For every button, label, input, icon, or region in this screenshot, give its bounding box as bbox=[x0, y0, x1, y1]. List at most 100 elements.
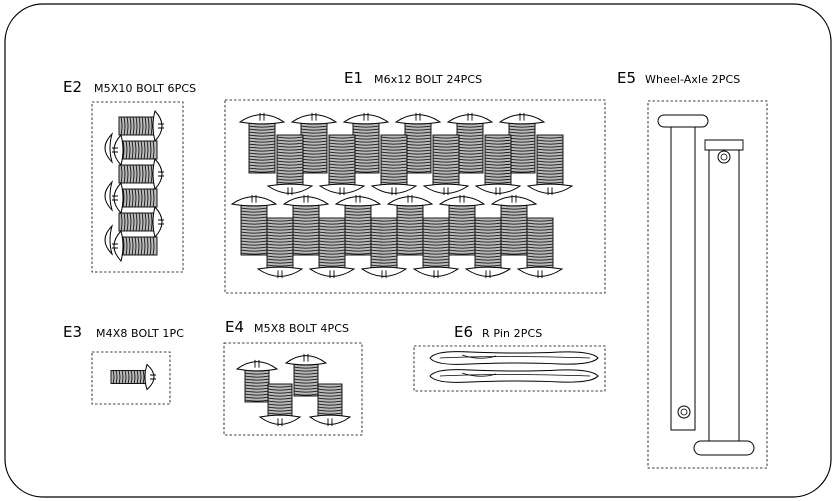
thread-line bbox=[432, 172, 460, 175]
thread-line bbox=[244, 381, 270, 384]
bolt-head bbox=[446, 114, 494, 125]
thread-line bbox=[129, 164, 132, 184]
part-label-e5: E5 Wheel-Axle 2PCS bbox=[617, 69, 740, 87]
thread-line bbox=[137, 188, 140, 208]
e4-bolt-group bbox=[235, 353, 352, 427]
thread-line bbox=[536, 178, 564, 181]
e2-bolt-stack bbox=[104, 109, 164, 263]
thread-line bbox=[432, 154, 460, 157]
thread-line bbox=[147, 212, 150, 232]
bolt-head bbox=[282, 196, 330, 207]
thread-line bbox=[317, 400, 343, 403]
thread-line bbox=[137, 236, 140, 256]
thread-line bbox=[149, 236, 152, 256]
thread-line bbox=[123, 164, 126, 184]
head-slot bbox=[433, 270, 439, 279]
thread-line bbox=[276, 166, 304, 169]
bolt-head bbox=[284, 355, 328, 366]
thread-line bbox=[112, 370, 115, 384]
thread-line bbox=[266, 237, 294, 240]
thread-line bbox=[318, 222, 346, 225]
thread-line bbox=[328, 160, 356, 163]
bolt-head bbox=[256, 266, 304, 277]
thread-line bbox=[125, 140, 128, 160]
thread-line bbox=[124, 370, 127, 384]
thread-line bbox=[500, 246, 528, 249]
bolt-shank bbox=[293, 361, 319, 397]
thread-line bbox=[266, 246, 294, 249]
part-desc-e6: R Pin 2PCS bbox=[482, 327, 543, 340]
thread-line bbox=[318, 228, 346, 231]
thread-line bbox=[370, 237, 398, 240]
thread-line bbox=[318, 258, 346, 261]
part-desc-e4: M5X8 BOLT 4PCS bbox=[254, 322, 350, 335]
thread-line bbox=[267, 394, 293, 397]
thread-line bbox=[139, 370, 142, 384]
thread-line bbox=[396, 219, 424, 222]
thread-line bbox=[318, 264, 346, 267]
thread-line bbox=[536, 151, 564, 154]
thread-line bbox=[293, 378, 319, 381]
thread-line bbox=[248, 137, 276, 140]
thread-line bbox=[484, 151, 512, 154]
thread-line bbox=[143, 140, 146, 160]
thread-line bbox=[144, 164, 147, 184]
thread-line bbox=[244, 387, 270, 390]
part-desc-e3: M4X8 BOLT 1PC bbox=[96, 327, 185, 340]
thread-line bbox=[266, 252, 294, 255]
thread-line bbox=[244, 399, 270, 402]
thread-line bbox=[276, 181, 304, 184]
e5-box bbox=[647, 100, 768, 469]
thread-line bbox=[344, 234, 372, 237]
bolt-head bbox=[438, 196, 486, 207]
thread-line bbox=[240, 207, 268, 210]
thread-line bbox=[500, 207, 528, 210]
thread-line bbox=[526, 252, 554, 255]
bolt-head bbox=[230, 196, 278, 207]
thread-line bbox=[474, 258, 502, 261]
bolt-shank bbox=[317, 383, 343, 419]
thread-line bbox=[500, 222, 528, 225]
axle-head bbox=[657, 114, 709, 128]
thread-line bbox=[152, 140, 155, 160]
thread-line bbox=[536, 154, 564, 157]
bolt-head bbox=[464, 266, 512, 277]
head-slot bbox=[329, 270, 335, 279]
thread-line bbox=[240, 231, 268, 234]
thread-line bbox=[500, 240, 528, 243]
thread-line bbox=[344, 240, 372, 243]
thread-line bbox=[138, 212, 141, 232]
thread-line bbox=[248, 134, 276, 137]
thread-line bbox=[267, 400, 293, 403]
bolt-head bbox=[386, 196, 434, 207]
thread-line bbox=[328, 151, 356, 154]
thread-line bbox=[149, 188, 152, 208]
thread-line bbox=[422, 255, 450, 258]
head-slot bbox=[277, 270, 283, 279]
head-slot bbox=[112, 195, 118, 201]
thread-line bbox=[432, 166, 460, 169]
thread-line bbox=[144, 116, 147, 136]
thread-line bbox=[404, 128, 432, 131]
thread-line bbox=[267, 388, 293, 391]
thread-line bbox=[370, 249, 398, 252]
bolt-head bbox=[144, 363, 155, 391]
thread-line bbox=[344, 207, 372, 210]
axle-collar bbox=[704, 139, 744, 151]
thread-line bbox=[526, 258, 554, 261]
thread-line bbox=[526, 261, 554, 264]
head-slot bbox=[259, 112, 265, 121]
thread-line bbox=[149, 140, 152, 160]
thread-line bbox=[422, 228, 450, 231]
head-slot bbox=[485, 270, 491, 279]
thread-line bbox=[132, 212, 135, 232]
thread-line bbox=[526, 240, 554, 243]
axle-head bbox=[693, 440, 755, 456]
thread-line bbox=[344, 237, 372, 240]
thread-line bbox=[150, 116, 153, 136]
bolt-head bbox=[238, 114, 286, 125]
thread-line bbox=[422, 219, 450, 222]
thread-line bbox=[140, 140, 143, 160]
thread-line bbox=[266, 228, 294, 231]
bolt-head bbox=[490, 196, 538, 207]
